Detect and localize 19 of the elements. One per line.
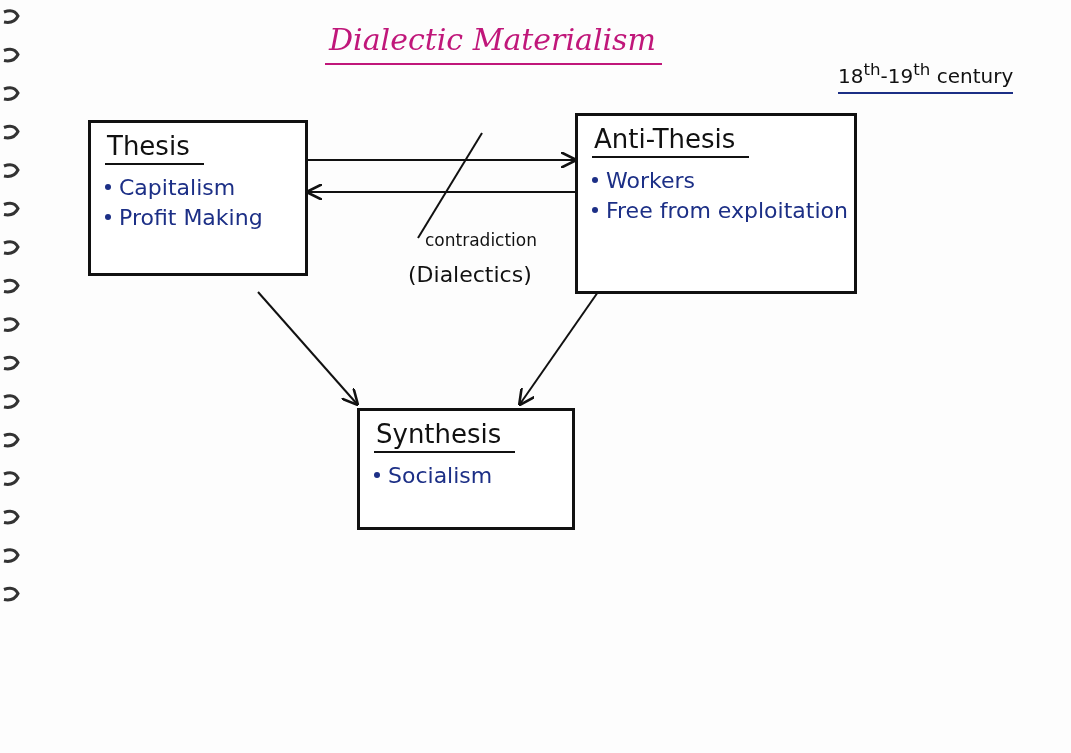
bullet-item: Profit Making: [119, 205, 263, 231]
concept-box: [357, 408, 575, 530]
note-label: contradiction: [425, 230, 538, 250]
bullet-item: Socialism: [388, 463, 493, 488]
box-heading: Synthesis: [374, 419, 516, 453]
bullet-item: Free from exploitation: [606, 198, 848, 224]
arrow: [257, 291, 360, 407]
arrow: [517, 291, 599, 407]
title: Dialectic Materialism: [325, 22, 662, 65]
bullet-item: Workers: [606, 168, 695, 193]
box-heading: Thesis: [105, 131, 204, 165]
bullet-item: Capitalism: [119, 175, 236, 200]
arrow: [305, 182, 576, 202]
concept-box: [88, 120, 308, 276]
concept-box: [575, 113, 857, 294]
note-label: (Dialectics): [408, 262, 532, 287]
arrow: [307, 150, 578, 170]
box-heading: Anti-Thesis: [592, 124, 750, 158]
period-note: 18$^{th}$-19$^{th}$ century: [838, 60, 1014, 94]
